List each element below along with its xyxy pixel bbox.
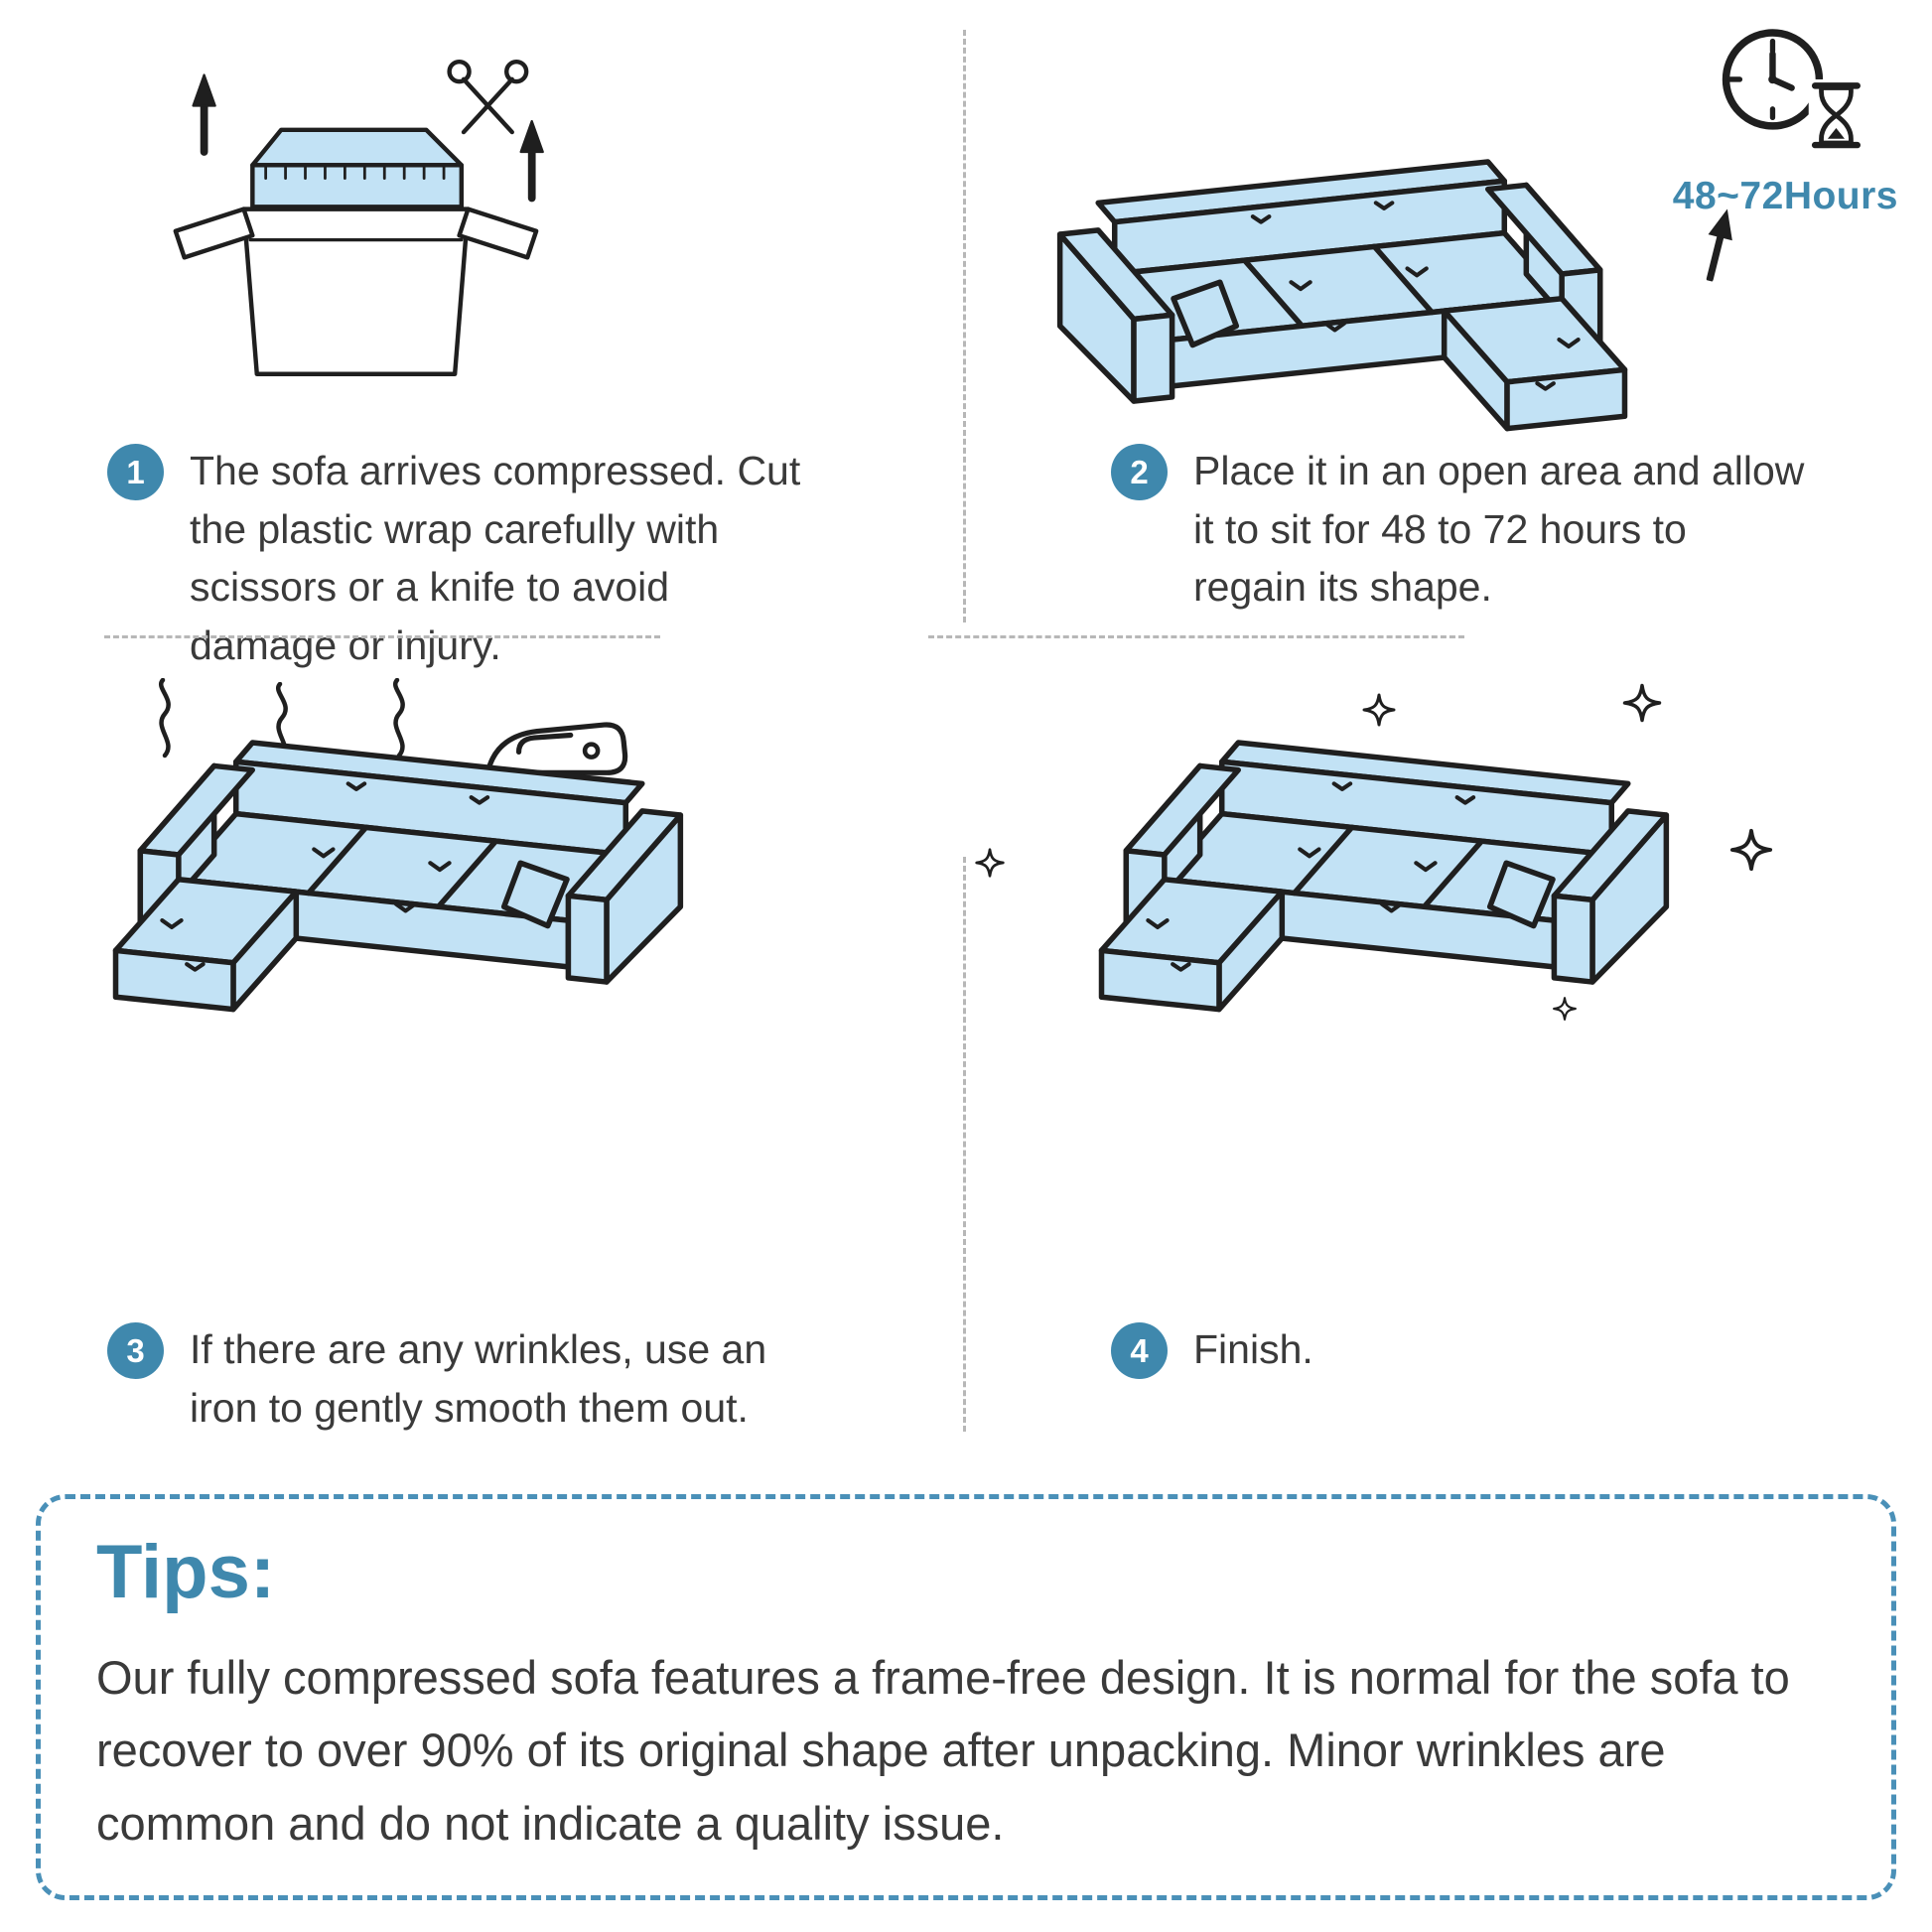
up-arrow-icon [192,73,544,203]
tips-body: Our fully compressed sofa features a fra… [96,1651,1790,1850]
vertical-divider [963,30,966,622]
step-2: 2 Place it in an open area and allow it … [1111,442,1807,617]
step-3-badge: 3 [107,1322,164,1379]
sparkle-icon [1622,683,1662,723]
sparkle-icon [975,848,1005,878]
step-4-badge: 4 [1111,1322,1168,1379]
step-2-separator [928,635,1464,638]
step-3-text: If there are any wrinkles, use an iron t… [190,1326,767,1431]
vertical-divider [963,857,966,1432]
sparkle-icon [1729,828,1773,872]
step-1-cell: 1 The sofa arrives compressed. Cut the p… [0,0,966,740]
step-3: 3 If there are any wrinkles, use an iron… [107,1320,803,1437]
tips-heading: Tips: [96,1530,276,1614]
step-4-cell: 4 Finish. [966,683,1932,1479]
sofa-illustration-finished [1093,732,1679,1022]
sofa-illustration-wrinkled [107,732,693,1022]
step-3-cell: 3 If there are any wrinkles, use an iron… [0,740,966,1479]
sparkle-icon [1553,997,1577,1021]
plastic-wrap-ticks [264,166,446,180]
step-2-text: Place it in an open area and allow it to… [1193,448,1805,611]
step-4-text: Finish. [1193,1326,1313,1372]
tips-box: Tips: Our fully compressed sofa features… [36,1494,1896,1900]
steps-row-2: 3 If there are any wrinkles, use an iron… [0,740,1932,1479]
step-4: 4 Finish. [1111,1320,1807,1379]
step-1-separator [104,635,660,638]
step-1-text: The sofa arrives compressed. Cut the pla… [190,448,801,668]
step-2-cell: 48~72Hours 2 Place it in an open area an… [928,0,1932,740]
steps-row-1: 1 The sofa arrives compressed. Cut the p… [0,0,1932,740]
duration-label: 48~72Hours [1672,175,1898,217]
sofa-illustration-recovering [1047,151,1633,441]
step-1-badge: 1 [107,444,164,500]
compressed-box-illustration [173,59,544,376]
sparkle-icon [1362,693,1396,727]
scissors-icon [447,59,529,135]
step-1: 1 The sofa arrives compressed. Cut the p… [107,442,803,675]
step-2-badge: 2 [1111,444,1168,500]
clock-hourglass-icon [1722,29,1863,152]
